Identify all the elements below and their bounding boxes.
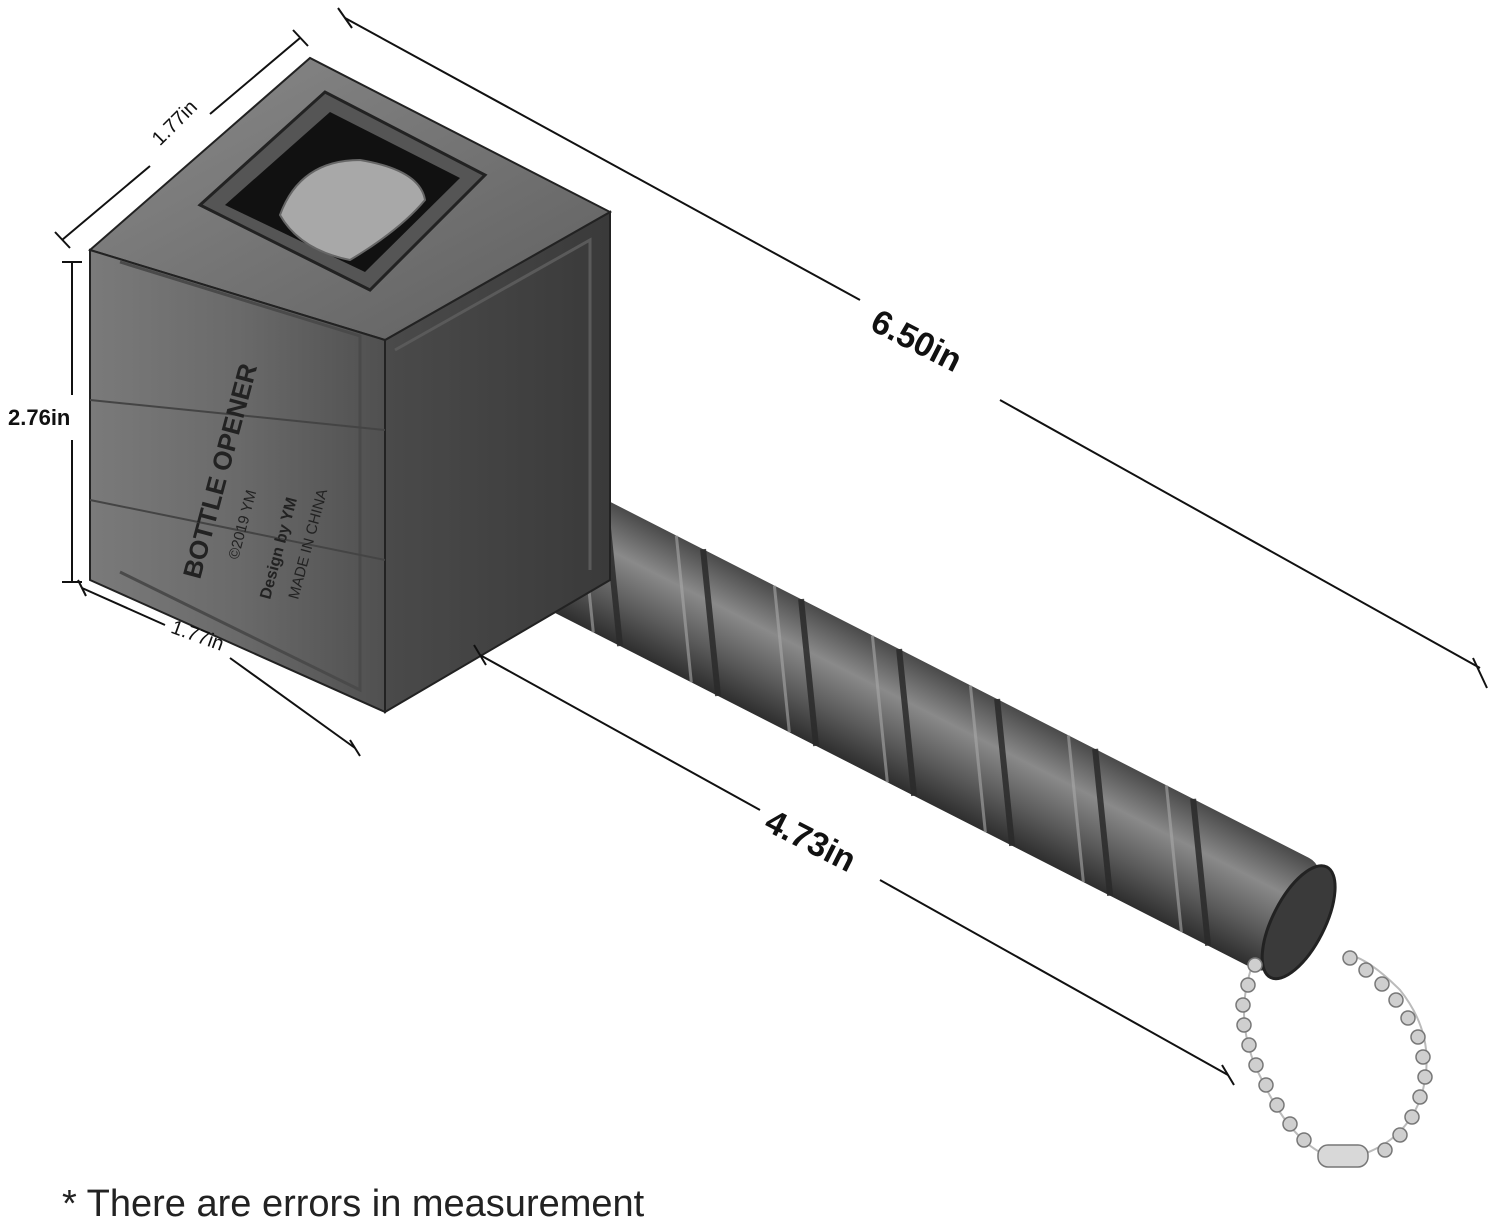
ball-chain	[1235, 950, 1433, 1168]
bottle-opener-slot	[197, 90, 488, 292]
hammer-head: BOTTLE OPENER ©2019 YM Design by YM MADE…	[87, 56, 613, 714]
dimension-height-label: 2.76in	[8, 405, 71, 430]
measurement-footnote: * There are errors in measurement	[62, 1183, 645, 1225]
dimension-lines	[54, 7, 1488, 1086]
